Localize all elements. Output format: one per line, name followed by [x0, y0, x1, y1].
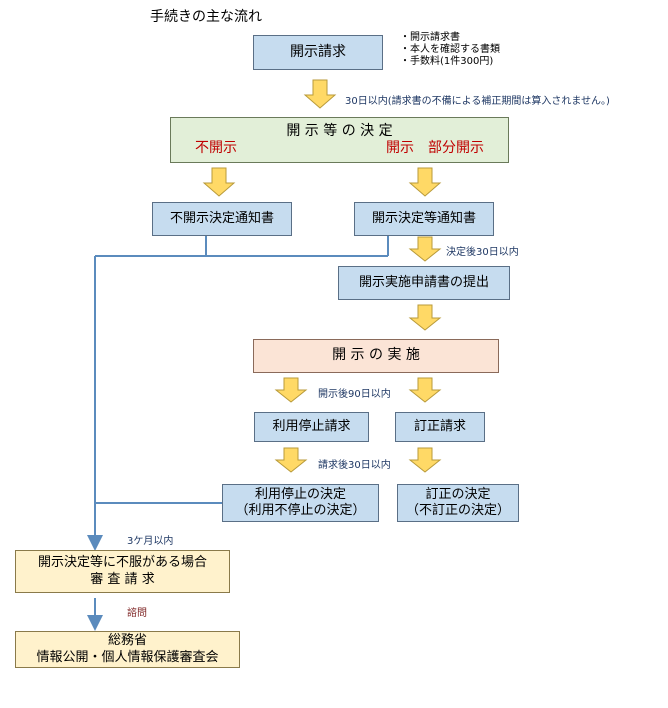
decision-box: 開 示 等 の 決 定 不開示 開示 部分開示 — [170, 117, 509, 163]
committee-box: 総務省 情報公開・個人情報保護審査会 — [15, 631, 240, 668]
nondisclosure-notice-box: 不開示決定通知書 — [152, 202, 292, 236]
correction-request-box: 訂正請求 — [395, 412, 485, 442]
correction-decision-label: 訂正の決定 — [425, 486, 491, 502]
committee-name-label: 情報公開・個人情報保護審査会 — [36, 649, 219, 665]
disclosure-notice-box: 開示決定等通知書 — [354, 202, 494, 236]
disclosure-notice-label: 開示決定等通知書 — [371, 210, 476, 226]
arrow-down-right — [408, 167, 442, 197]
decision-title: 開 示 等 の 決 定 — [286, 122, 393, 139]
stop-use-decision-label: 利用停止の決定 — [254, 486, 346, 502]
arrow-down-stopuse — [274, 377, 308, 403]
appeal-condition-label: 開示決定等に不服がある場合 — [37, 555, 207, 571]
arrow-down-to-implementation — [408, 304, 442, 331]
arrow-down-correction-decision — [408, 447, 442, 473]
correction-decision-sublabel: （不訂正の決定） — [405, 503, 510, 518]
appeal-box: 開示決定等に不服がある場合 審 査 請 求 — [15, 550, 230, 593]
arrow-down-correction — [408, 377, 442, 403]
request-notes: ・開示請求書 ・本人を確認する書類 ・手数料(1件300円) — [400, 32, 500, 68]
note-3-months: 3ケ月以内 — [127, 536, 174, 547]
appeal-title-label: 審 査 請 求 — [90, 571, 155, 587]
committee-ministry-label: 総務省 — [107, 633, 147, 649]
arrow-down-1 — [303, 79, 337, 109]
arrow-down-left — [202, 167, 236, 197]
note-fee: ・手数料(1件300円) — [400, 56, 494, 67]
disclosure-request-box: 開示請求 — [253, 35, 383, 70]
stop-use-decision-box: 利用停止の決定 （利用不停止の決定） — [222, 484, 379, 522]
correction-decision-box: 訂正の決定 （不訂正の決定） — [397, 484, 519, 522]
implementation-label: 開 示 の 実 施 — [332, 347, 420, 364]
stop-use-request-label: 利用停止請求 — [272, 418, 351, 434]
note-inquiry: 諮問 — [127, 608, 147, 619]
implementation-request-label: 開示実施申請書の提出 — [358, 274, 489, 290]
correction-request-label: 訂正請求 — [413, 418, 466, 434]
note-after-disclosure: 開示後90日以内 — [318, 389, 391, 400]
note-after-decision: 決定後30日以内 — [446, 247, 519, 258]
disclosure-request-label: 開示請求 — [290, 43, 346, 60]
note-30-days: 30日以内(請求書の不備による補正期間は算入されません。) — [345, 96, 610, 107]
note-after-request: 請求後30日以内 — [318, 460, 391, 471]
page-title: 手続きの主な流れ — [150, 9, 262, 25]
arrow-down-after-decision — [408, 236, 442, 262]
implementation-request-box: 開示実施申請書の提出 — [338, 266, 510, 300]
disclosure-label: 開示 部分開示 — [386, 140, 484, 156]
note-request-form: ・開示請求書 — [400, 32, 460, 43]
stop-use-decision-sublabel: （利用不停止の決定） — [235, 503, 366, 518]
nondisclosure-notice-label: 不開示決定通知書 — [169, 210, 274, 226]
arrow-down-stopuse-decision — [274, 447, 308, 473]
nondisclosure-label: 不開示 — [195, 140, 237, 156]
implementation-box: 開 示 の 実 施 — [253, 339, 499, 373]
note-identity-docs: ・本人を確認する書類 — [400, 44, 500, 55]
stop-use-request-box: 利用停止請求 — [254, 412, 369, 442]
